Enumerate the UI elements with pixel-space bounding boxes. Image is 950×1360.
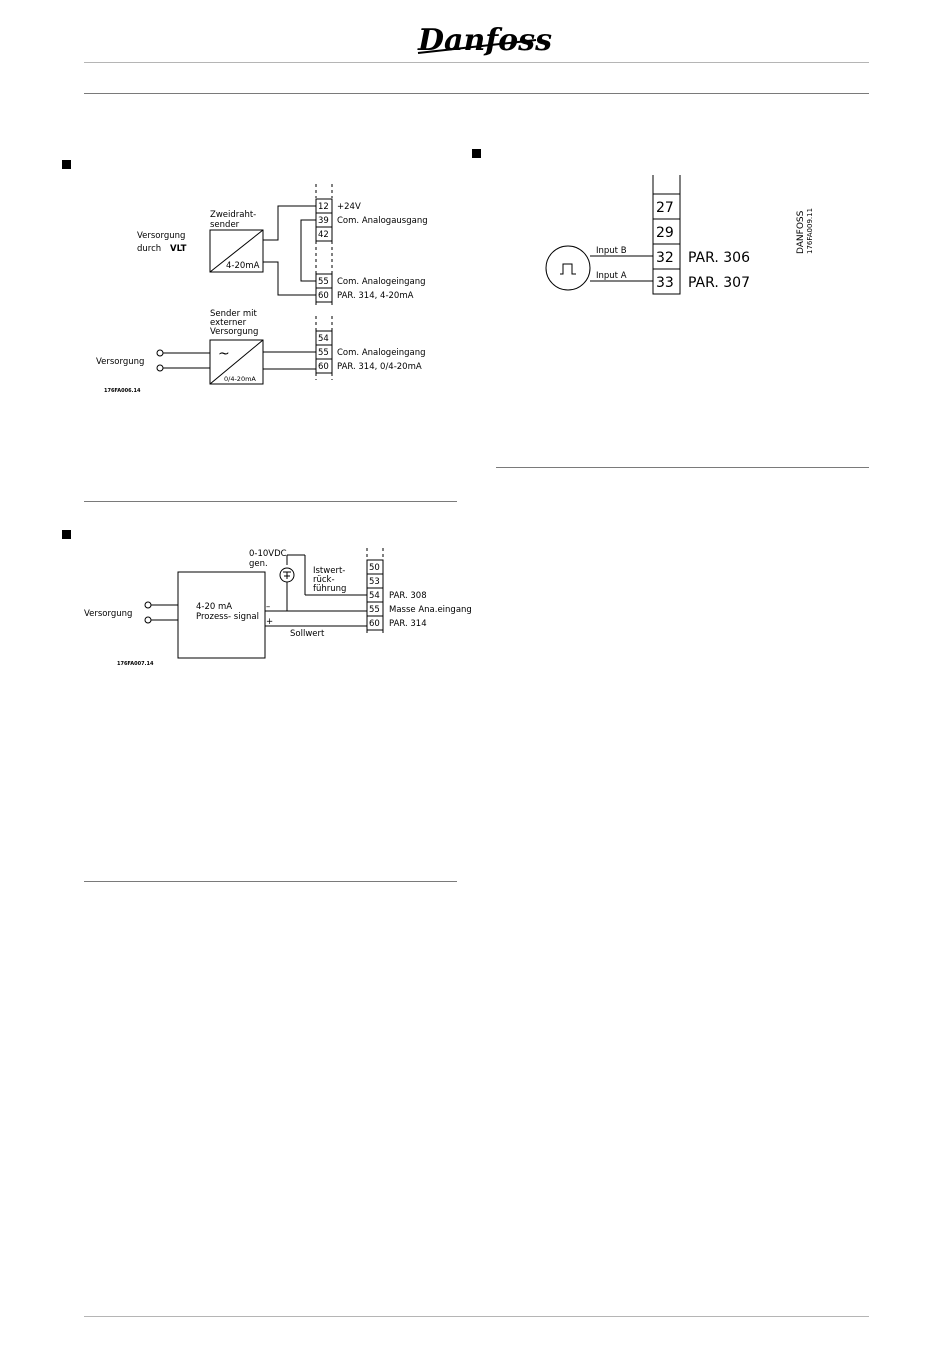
generator-label-2: gen.: [249, 559, 268, 569]
terminal-39: 39: [318, 216, 329, 226]
section-bullet-1: [62, 160, 71, 169]
terminal-12: 12: [318, 202, 329, 212]
terminal-53: 53: [369, 577, 380, 587]
diagram-code-3b: 176FA009.11: [806, 208, 814, 254]
sender-label-3: Versorgung: [210, 327, 258, 337]
header-rule-bottom: [84, 93, 869, 94]
versorgung-vlt-label-2: durch: [137, 244, 161, 254]
terminal-label-par307: PAR. 307: [688, 275, 750, 291]
terminal-60: 60: [318, 291, 329, 301]
process-box-label-1: 4-20 mA: [196, 602, 232, 612]
section-bullet-2: [472, 149, 481, 158]
terminal-label-24v: +24V: [337, 202, 361, 212]
istwert-label-1: Istwert-: [313, 566, 345, 576]
plus-sign: +: [266, 617, 273, 627]
input-b-label: Input B: [596, 246, 627, 256]
divider-right-1: [496, 467, 869, 468]
zweidraht-label-2: sender: [210, 220, 240, 230]
versorgung-vlt-label-3: VLT: [170, 244, 187, 254]
terminal-label-par308: PAR. 308: [389, 591, 427, 601]
terminal-label-masse: Masse Ana.eingang: [389, 605, 472, 615]
terminal-label-par314-2: PAR. 314, 0/4-20mA: [337, 362, 422, 372]
terminal-60c: 60: [369, 619, 380, 629]
terminal-label-analogausgang: Com. Analogausgang: [337, 216, 428, 226]
divider-left-1: [84, 501, 457, 502]
diagram-code-3a: DANFOSS: [796, 210, 806, 254]
terminal-label-par306: PAR. 306: [688, 250, 750, 266]
sender-label-1: Sender mit: [210, 309, 257, 319]
terminal-60b: 60: [318, 362, 329, 372]
diagram-code-2: 176FA007.14: [117, 661, 154, 667]
terminal-55: 55: [318, 277, 329, 287]
terminal-42: 42: [318, 230, 329, 240]
process-box-label-2: Prozess- signal: [196, 612, 259, 622]
versorgung-vlt-label-1: Versorgung: [137, 231, 185, 241]
transmitter-box-label: 4-20mA: [226, 261, 260, 271]
terminal-55b: 55: [318, 348, 329, 358]
external-box-label: 0/4-20mA: [224, 375, 256, 383]
section-bullet-3: [62, 530, 71, 539]
terminal-54: 54: [318, 334, 329, 344]
terminal-55c: 55: [369, 605, 380, 615]
terminal-27: 27: [656, 200, 674, 216]
divider-left-2: [84, 881, 457, 882]
istwert-label-3: führung: [313, 584, 346, 594]
ac-symbol: ~: [218, 346, 230, 362]
terminal-label-par314-3: PAR. 314: [389, 619, 427, 629]
zweidraht-label-1: Zweidraht-: [210, 210, 256, 220]
terminal-label-par314: PAR. 314, 4-20mA: [337, 291, 414, 301]
diagram-code-1: 176FA006.14: [104, 388, 141, 394]
versorgung-label: Versorgung: [96, 357, 144, 367]
sender-label-2: externer: [210, 318, 247, 328]
terminal-54c: 54: [369, 591, 380, 601]
terminal-label-analogeingang-2: Com. Analogeingang: [337, 348, 426, 358]
terminal-50: 50: [369, 563, 380, 573]
footer-rule: [84, 1316, 869, 1317]
terminal-33: 33: [656, 275, 674, 291]
istwert-label-2: rück-: [313, 575, 335, 585]
versorgung-label-2: Versorgung: [84, 609, 132, 619]
input-a-label: Input A: [596, 271, 627, 281]
sollwert-label: Sollwert: [290, 629, 325, 639]
terminal-29: 29: [656, 225, 674, 241]
terminal-32: 32: [656, 250, 674, 266]
header-rule-top: [84, 62, 869, 63]
generator-label-1: 0-10VDC: [249, 549, 287, 559]
minus-sign: –: [266, 602, 270, 612]
terminal-label-analogeingang: Com. Analogeingang: [337, 277, 426, 287]
